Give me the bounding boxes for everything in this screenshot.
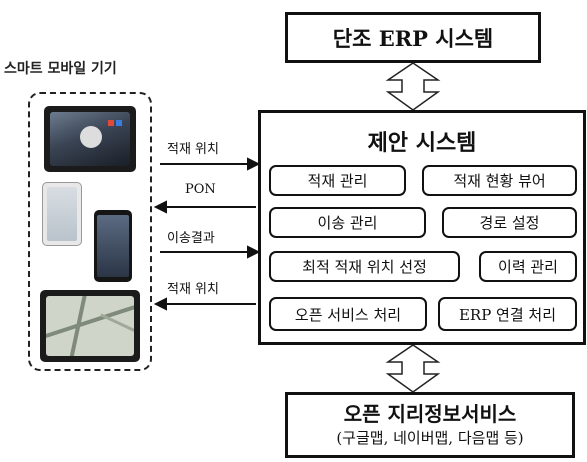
module-load-status-viewer: 적재 현황 뷰어	[422, 165, 577, 196]
erp-system-box: 단조 ERP 시스템	[285, 12, 541, 63]
module-transfer-management: 이송 관리	[269, 207, 426, 238]
arrow-label-3: 이송결과	[167, 231, 215, 246]
gis-double-arrow	[385, 344, 441, 393]
mobile-devices-group	[28, 92, 152, 371]
gis-system-box: 오픈 지리정보서비스 (구글맵, 네이버맵, 다음맵 등)	[285, 392, 575, 458]
erp-system-label: 단조 ERP 시스템	[332, 25, 494, 51]
module-optimal-location: 최적 적재 위치 선정	[269, 251, 460, 282]
phone-screen-1	[47, 187, 77, 241]
gis-system-subtitle: (구글맵, 네이버맵, 다음맵 등)	[336, 429, 524, 447]
module-erp-connection: ERP 연결 처리	[438, 297, 577, 331]
erp-double-arrow	[385, 62, 441, 111]
tablet-screen-1	[50, 112, 130, 166]
phone-screen-2	[97, 215, 129, 277]
phone-device-2	[94, 210, 132, 282]
devices-label: 스마트 모바일 기기	[4, 61, 117, 77]
module-history-management: 이력 관리	[479, 251, 577, 282]
proposal-title: 제안 시스템	[367, 130, 477, 156]
module-load-management: 적재 관리	[269, 165, 406, 196]
arrow-label-1: 적재 위치	[167, 142, 219, 157]
tablet-screen-2	[46, 296, 134, 356]
gis-system-title: 오픈 지리정보서비스	[343, 402, 517, 426]
arrow-label-2: PON	[185, 182, 216, 197]
arrow-label-4: 적재 위치	[167, 282, 219, 297]
phone-device-1	[42, 182, 82, 246]
proposal-system-box: 제안 시스템 적재 관리 적재 현황 뷰어 이송 관리 경로 설정 최적 적재 …	[258, 110, 586, 345]
tablet-device-2	[40, 290, 140, 362]
module-open-service: 오픈 서비스 처리	[269, 297, 427, 331]
tablet-device-1	[44, 106, 136, 172]
module-route-setting: 경로 설정	[442, 207, 577, 238]
